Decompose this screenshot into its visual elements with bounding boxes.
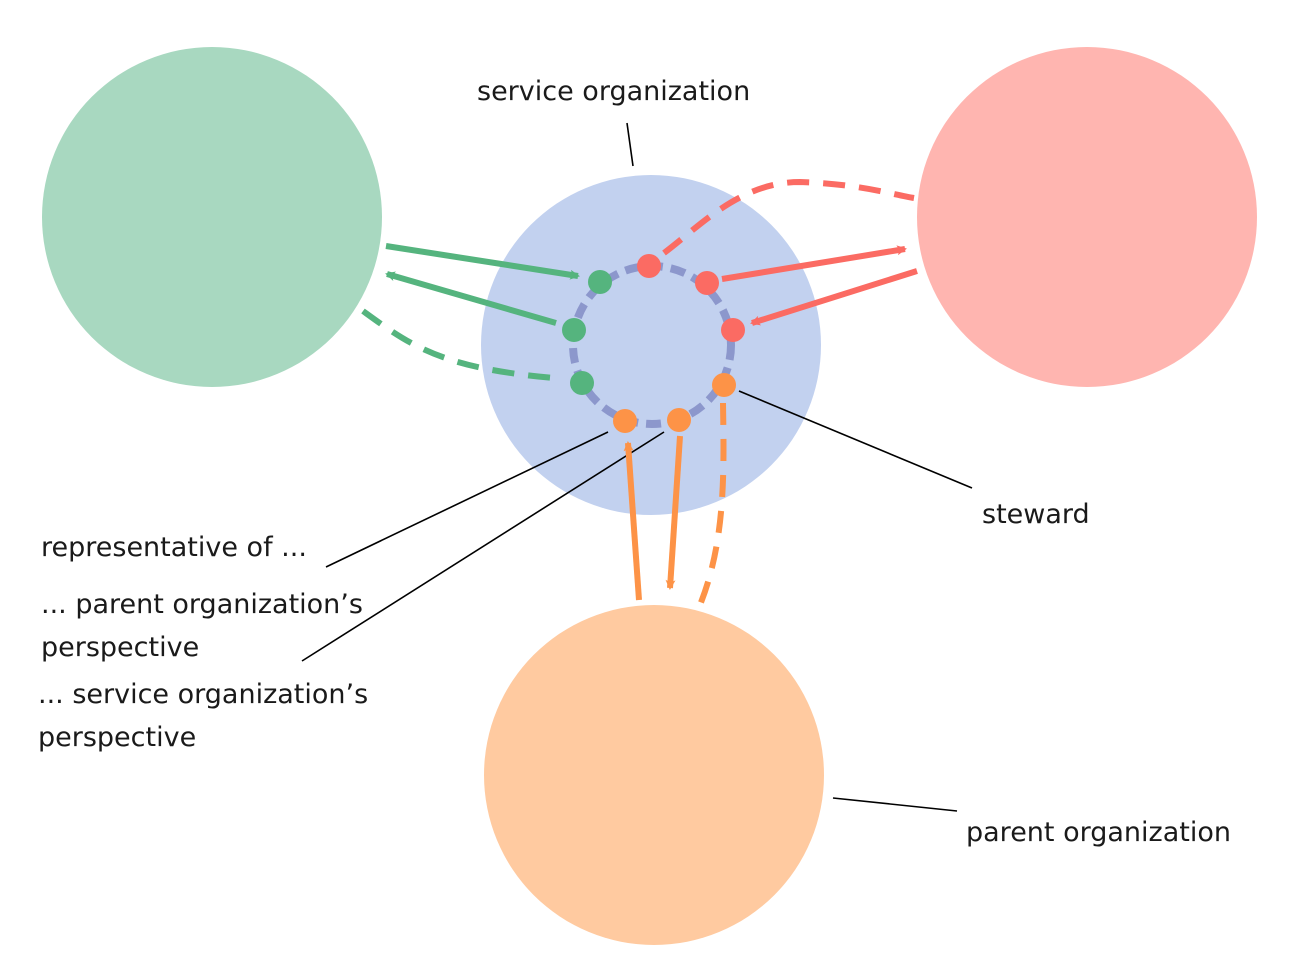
green-dashed-link [361, 308, 555, 381]
green-organization [42, 47, 382, 387]
parent-perspective-line1: ... parent organization’s [41, 589, 363, 620]
red-arrow-out [721, 245, 907, 282]
red-representative-dot [721, 318, 745, 342]
parent-perspective-label: ... parent organization’s perspective [41, 583, 363, 669]
steward-label: steward [982, 499, 1090, 530]
orange-representative-dot [667, 408, 691, 432]
green-arrow-out [385, 271, 557, 326]
service-perspective-line2: perspective [38, 722, 197, 753]
parent-organization-leader [832, 797, 958, 812]
steward-leader [738, 390, 973, 489]
representative-parent-leader [325, 431, 609, 568]
parent-perspective-line2: perspective [41, 632, 200, 663]
parent-organization [484, 605, 824, 945]
orange-steward-dot [712, 373, 736, 397]
representative-service-leader [301, 431, 665, 662]
green-representative-dot [562, 318, 586, 342]
green-arrow-in [385, 243, 580, 280]
parent-organization-label: parent organization [966, 817, 1231, 848]
service-perspective-line1: ... service organization’s [38, 679, 369, 710]
red-representative-dot [695, 271, 719, 295]
representative-of-label: representative of ... [41, 532, 307, 563]
green-representative-dot [588, 270, 612, 294]
service-organization-leader [626, 122, 634, 167]
orange-arrow-out [665, 435, 683, 590]
red-steward-dot [637, 254, 661, 278]
service-organization-label: service organization [477, 76, 751, 107]
service-perspective-label: ... service organization’s perspective [38, 673, 368, 759]
orange-representative-dot [613, 409, 637, 433]
red-dashed-link [662, 178, 915, 256]
green-steward-dot [570, 371, 594, 395]
service-organization [481, 175, 821, 515]
orange-arrow-in [623, 441, 642, 601]
red-organization [917, 47, 1257, 387]
red-arrow-in [750, 268, 918, 326]
